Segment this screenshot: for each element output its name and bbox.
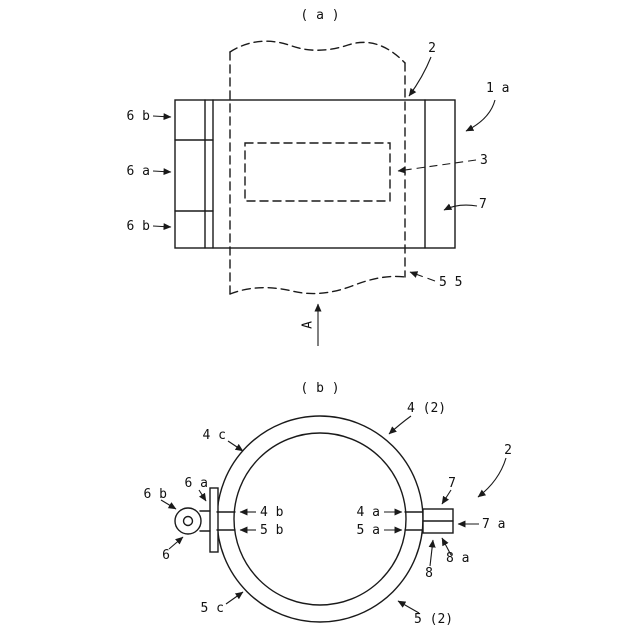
ring-inner-circle [233, 432, 407, 606]
band-bottom-wave-dashed [229, 275, 406, 295]
label-section-a: A [301, 321, 316, 329]
leader-7 [443, 203, 478, 211]
label-2: 2 [428, 41, 436, 56]
label-4a: 4 a [357, 505, 380, 520]
figure-a: ( a ) 6 b 6 a 6 b 2 1 a 3 7 5 5 A [127, 8, 509, 346]
label-6b-top: 6 b [127, 109, 151, 124]
label-2b: 2 [504, 443, 512, 458]
label-4-2: 4 (2) [407, 401, 446, 416]
label-8a: 8 a [446, 551, 469, 566]
band-top-wave-dashed [229, 40, 406, 64]
leader-5-2 [397, 600, 420, 614]
leader-8a [441, 537, 452, 556]
label-6a-b: 6 a [185, 476, 208, 491]
hinge-pin-circle [182, 515, 194, 527]
leader-2 [408, 56, 432, 97]
label-5c: 5 c [201, 601, 224, 616]
label-8: 8 [425, 566, 433, 581]
label-1a: 1 a [486, 81, 509, 96]
label-6b-bottom: 6 b [127, 219, 151, 234]
leader-6b-bottom [152, 223, 172, 231]
leader-6b-top [152, 113, 172, 121]
label-6b-b: 6 b [144, 487, 168, 502]
leader-3-dashed [397, 159, 477, 174]
leader-5c [225, 591, 244, 605]
figure-b: ( b ) 4 (2) [144, 381, 512, 627]
leader-1a [465, 99, 496, 132]
label-7b: 7 [448, 476, 456, 491]
clamp-body-rect [174, 99, 456, 249]
label-3: 3 [480, 153, 488, 168]
hidden-window-dashed-rect [244, 142, 391, 202]
label-5a: 5 a [357, 523, 380, 538]
figure-b-caption-text: ( b ) [300, 381, 339, 396]
leader-6a-b [198, 489, 207, 502]
label-7a: 7 a [482, 517, 505, 532]
label-55: 5 5 [439, 275, 462, 290]
leader-6a [152, 168, 172, 176]
label-7: 7 [479, 197, 487, 212]
leader-55-dashed [409, 271, 436, 282]
label-5b: 5 b [260, 523, 284, 538]
label-4b: 4 b [260, 505, 284, 520]
leader-6b-b [160, 499, 177, 510]
label-6: 6 [162, 548, 170, 563]
leader-4-2 [388, 415, 412, 435]
leader-4c [227, 440, 244, 452]
leader-7b [441, 489, 452, 505]
leader-2b [477, 457, 507, 498]
leader-6 [168, 536, 184, 550]
leader-8 [428, 539, 436, 567]
label-6a: 6 a [127, 164, 150, 179]
hinge-plate [209, 487, 219, 553]
label-5-2: 5 (2) [414, 612, 453, 627]
figure-a-caption-text: ( a ) [300, 8, 339, 23]
label-4c: 4 c [203, 428, 226, 443]
